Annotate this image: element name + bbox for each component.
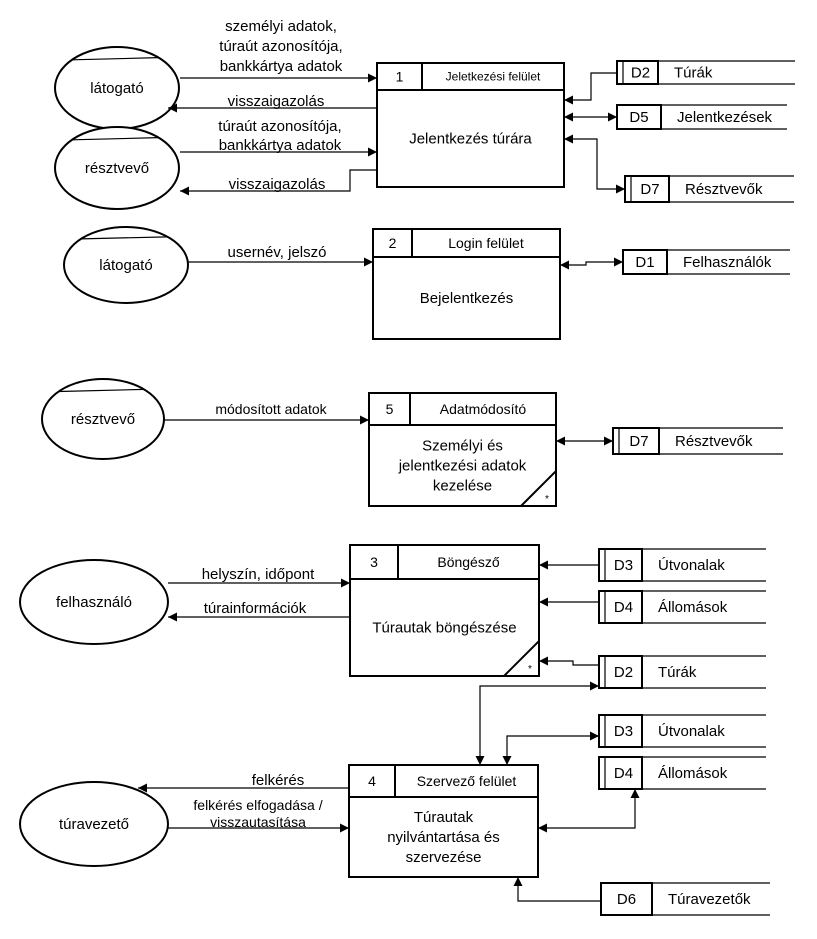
flow-s1-p1 [564, 72, 617, 105]
process-title-p3: Böngésző [437, 554, 499, 570]
process-body-p4: Túrautak [414, 809, 474, 826]
store-id-s8: D2 [614, 664, 633, 681]
process-marker-p5 [518, 468, 557, 507]
process-title-p1: Jeletkezési felület [446, 70, 541, 84]
process-title-p2: Login felület [448, 235, 524, 251]
process-body-p3: Túrautak böngészése [372, 620, 516, 637]
store-id-s1: D2 [631, 65, 650, 82]
store-id-s7: D4 [614, 599, 633, 616]
store-name-s2: Jelentkezések [677, 109, 773, 126]
store-name-s11: Túravezetők [668, 891, 751, 908]
store-id-s4: D1 [635, 254, 654, 271]
flow-label-f2: visszaigazolás [228, 93, 325, 110]
entity-label-e5: felhasználó [56, 594, 132, 611]
process-body-p4: nyilvántartása és [387, 829, 500, 846]
store-box-s10 [598, 756, 643, 790]
process-marker-star-p3: * [528, 664, 532, 675]
process-number-p1: 1 [396, 69, 404, 85]
store-name-s10: Állomások [658, 765, 728, 782]
store-name-s5: Résztvevők [675, 433, 753, 450]
flow-s9-p4 [502, 731, 599, 765]
process-p4 [348, 764, 539, 878]
process-number-p2: 2 [389, 235, 397, 251]
store-name-s6: Útvonalak [658, 557, 725, 574]
entity-e4 [41, 378, 165, 460]
process-body-p5: kezelése [433, 478, 492, 495]
entity-diagonal-e1 [71, 57, 159, 61]
store-id-s9: D3 [614, 723, 633, 740]
entity-e3 [63, 226, 189, 304]
flow-label-f1: bankkártya adatok [220, 58, 343, 75]
flow-p4-s8 [475, 681, 599, 765]
process-p2 [372, 228, 561, 340]
store-id-s11: D6 [617, 891, 636, 908]
store-id-s5: D7 [629, 433, 648, 450]
process-body-p1: Jelentkezés túrára [409, 131, 532, 148]
process-p3 [349, 544, 540, 677]
entity-label-e6: túravezető [59, 816, 129, 833]
flow-p4-s10 [538, 789, 640, 833]
store-box-s9 [598, 714, 643, 748]
store-name-s9: Útvonalak [658, 723, 725, 740]
flow-label-f1: túraút azonosítója, [219, 38, 342, 55]
store-box-s3 [624, 175, 670, 203]
process-title-p4: Szervező felület [417, 773, 517, 789]
flow-p1-s3 [564, 134, 625, 194]
process-title-p5: Adatmódosító [440, 401, 527, 417]
flow-label-f7: helyszín, időpont [202, 566, 315, 583]
store-id-s6: D3 [614, 557, 633, 574]
flow-label-f10: visszautasítása [210, 814, 306, 830]
store-id-s2: D5 [629, 109, 648, 126]
entity-label-e4: résztvevő [71, 411, 135, 428]
flow-label-f4: visszaigazolás [229, 176, 326, 193]
flow-label-f6: módosított adatok [215, 401, 327, 417]
store-box-s8 [598, 655, 643, 689]
process-body-p2: Bejelentkezés [420, 290, 513, 307]
entity-label-e1: látogató [90, 80, 143, 97]
store-box-s4 [622, 249, 668, 275]
store-name-s3: Résztvevők [685, 181, 763, 198]
process-number-p4: 4 [368, 773, 376, 789]
store-name-s8: Túrák [658, 664, 697, 681]
store-box-s11 [600, 882, 653, 916]
flow-label-f5: usernév, jelszó [228, 244, 327, 261]
entity-diagonal-e3 [80, 236, 168, 240]
store-id-s10: D4 [614, 765, 633, 782]
flow-p1-e2 [180, 169, 377, 196]
flow-label-f1: személyi adatok, [225, 18, 337, 35]
store-name-s4: Felhasználók [683, 254, 772, 271]
entity-diagonal-e4 [58, 388, 145, 393]
entity-label-e2: résztvevő [85, 160, 149, 177]
entity-e5 [19, 559, 169, 645]
flow-label-f10: felkérés elfogadása / [193, 797, 322, 813]
process-body-p5: jelentkezési adatok [398, 458, 527, 475]
entity-e6 [19, 781, 169, 867]
entity-e2 [54, 126, 180, 210]
store-name-s7: Állomások [658, 599, 728, 616]
entity-label-e3: látogató [99, 257, 152, 274]
process-body-p4: szervezése [406, 849, 482, 866]
flow-p2-s4 [560, 257, 623, 270]
flow-label-f3: túraút azonosítója, [218, 118, 341, 135]
process-number-p3: 3 [370, 554, 378, 570]
process-p5 [368, 392, 557, 507]
store-box-s2 [616, 104, 662, 130]
store-name-s1: Túrák [674, 65, 713, 82]
store-id-s3: D7 [640, 181, 659, 198]
store-box-s7 [598, 590, 643, 624]
flow-s11-p4 [513, 877, 601, 902]
process-marker-star-p5: * [545, 494, 549, 505]
process-p1 [376, 62, 565, 188]
flow-label-f3: bankkártya adatok [219, 137, 342, 154]
process-number-p5: 5 [386, 401, 394, 417]
process-body-p5: Személyi és [422, 438, 503, 455]
flow-label-f9: felkérés [252, 772, 305, 789]
flow-s8-p3 [539, 656, 599, 666]
flow-label-f8: túrainformációk [204, 600, 307, 617]
entity-diagonal-e2 [71, 137, 159, 141]
